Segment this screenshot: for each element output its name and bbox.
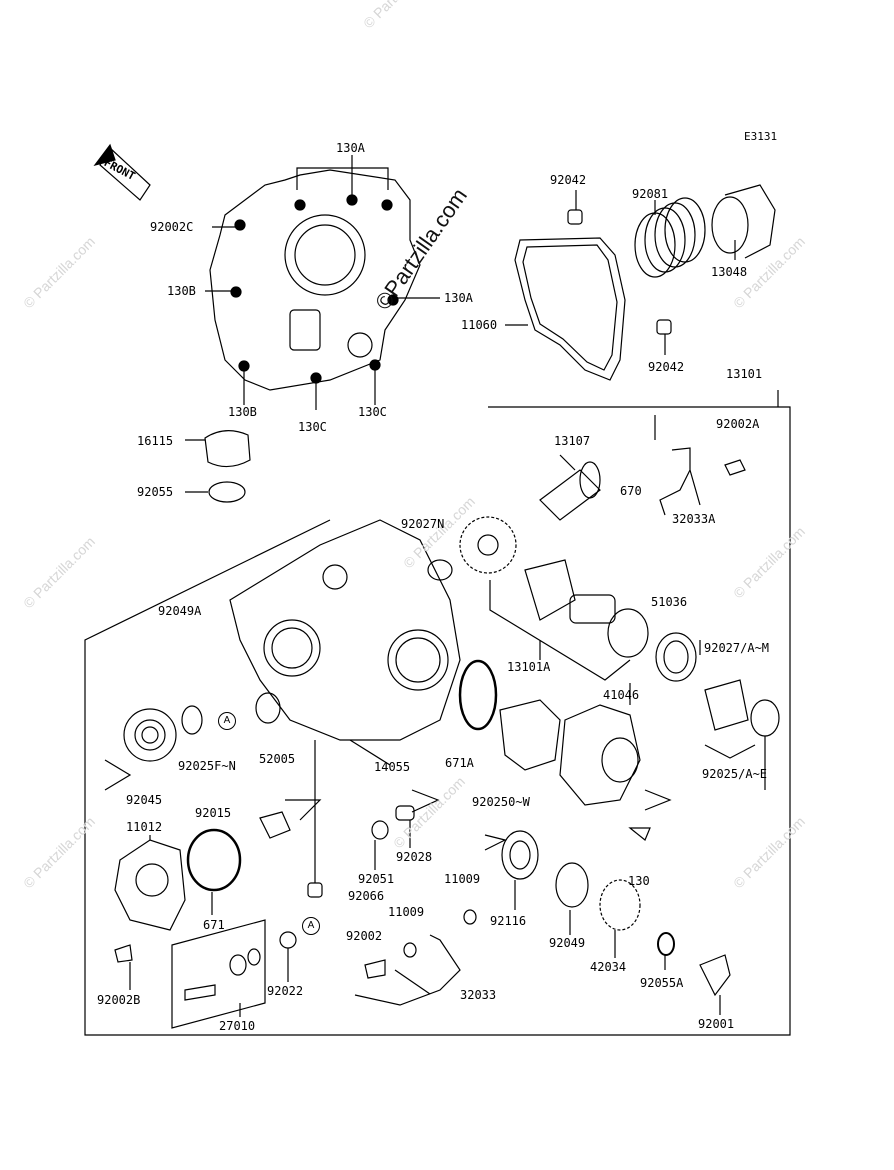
part-label[interactable]: 671A — [445, 756, 474, 770]
part-label[interactable]: 13048 — [711, 265, 748, 279]
part-label[interactable]: 51036 — [651, 595, 688, 609]
part-label[interactable]: 92022 — [267, 984, 304, 998]
part-label[interactable]: 92001 — [698, 1017, 735, 1031]
part-label[interactable]: 41046 — [603, 688, 640, 702]
part-label[interactable]: 92081 — [632, 187, 669, 201]
part-label[interactable]: 92055 — [137, 485, 174, 499]
part-label[interactable]: 670 — [620, 484, 642, 498]
part-label[interactable]: 92025/A~E — [702, 767, 768, 781]
part-label[interactable]: 92116 — [490, 914, 527, 928]
part-label[interactable]: 42034 — [590, 960, 627, 974]
part-label[interactable]: 130 — [628, 874, 650, 888]
part-label[interactable]: 130A — [444, 291, 473, 305]
part-label[interactable]: 92049A — [158, 604, 202, 618]
part-label[interactable]: 920250~W — [472, 795, 530, 809]
part-label[interactable]: 11012 — [126, 820, 163, 834]
part-label[interactable]: 92002C — [150, 220, 194, 234]
part-label[interactable]: 27010 — [219, 1019, 256, 1033]
part-label[interactable]: 14055 — [374, 760, 411, 774]
part-label[interactable]: 11060 — [461, 318, 498, 332]
part-label[interactable]: 92042 — [648, 360, 685, 374]
part-label[interactable]: 671 — [203, 918, 225, 932]
ref-marker-a: A — [218, 712, 236, 730]
gasket-11060 — [514, 237, 626, 381]
part-label[interactable]: 92042 — [550, 173, 587, 187]
part-label[interactable]: 92027/A~M — [704, 641, 770, 655]
part-label[interactable]: 32033A — [672, 512, 716, 526]
part-label[interactable]: 92002A — [716, 417, 760, 431]
part-label[interactable]: 92066 — [348, 889, 385, 903]
part-label[interactable]: 130B — [167, 284, 196, 298]
part-label[interactable]: 92045 — [126, 793, 163, 807]
diagram-code: E3131 — [744, 130, 778, 143]
part-label[interactable]: 52005 — [259, 752, 296, 766]
part-label[interactable]: 92051 — [358, 872, 395, 886]
part-label[interactable]: 11009 — [388, 905, 425, 919]
part-label[interactable]: 130A — [336, 141, 365, 155]
part-label[interactable]: 11009 — [444, 872, 481, 886]
part-label[interactable]: 130B — [228, 405, 257, 419]
part-label[interactable]: 92028 — [396, 850, 433, 864]
crankcase-cover — [209, 169, 421, 391]
part-label[interactable]: 32033 — [460, 988, 497, 1002]
part-label[interactable]: 13101A — [507, 660, 551, 674]
part-label[interactable]: 92027N — [401, 517, 445, 531]
part-label[interactable]: 13101 — [726, 367, 763, 381]
part-label[interactable]: 92025F~N — [178, 759, 236, 773]
part-label[interactable]: 92049 — [549, 936, 586, 950]
part-label[interactable]: 16115 — [137, 434, 174, 448]
ref-marker-a: A — [302, 917, 320, 935]
part-label[interactable]: 130C — [358, 405, 387, 419]
part-label[interactable]: 92055A — [640, 976, 684, 990]
part-label[interactable]: 130C — [298, 420, 327, 434]
housing-14055 — [229, 519, 461, 741]
assembly-frame — [84, 406, 791, 1036]
part-label[interactable]: 92002B — [97, 993, 141, 1007]
part-label[interactable]: 13107 — [554, 434, 591, 448]
part-label[interactable]: 92002 — [346, 929, 383, 943]
part-label[interactable]: 92015 — [195, 806, 232, 820]
